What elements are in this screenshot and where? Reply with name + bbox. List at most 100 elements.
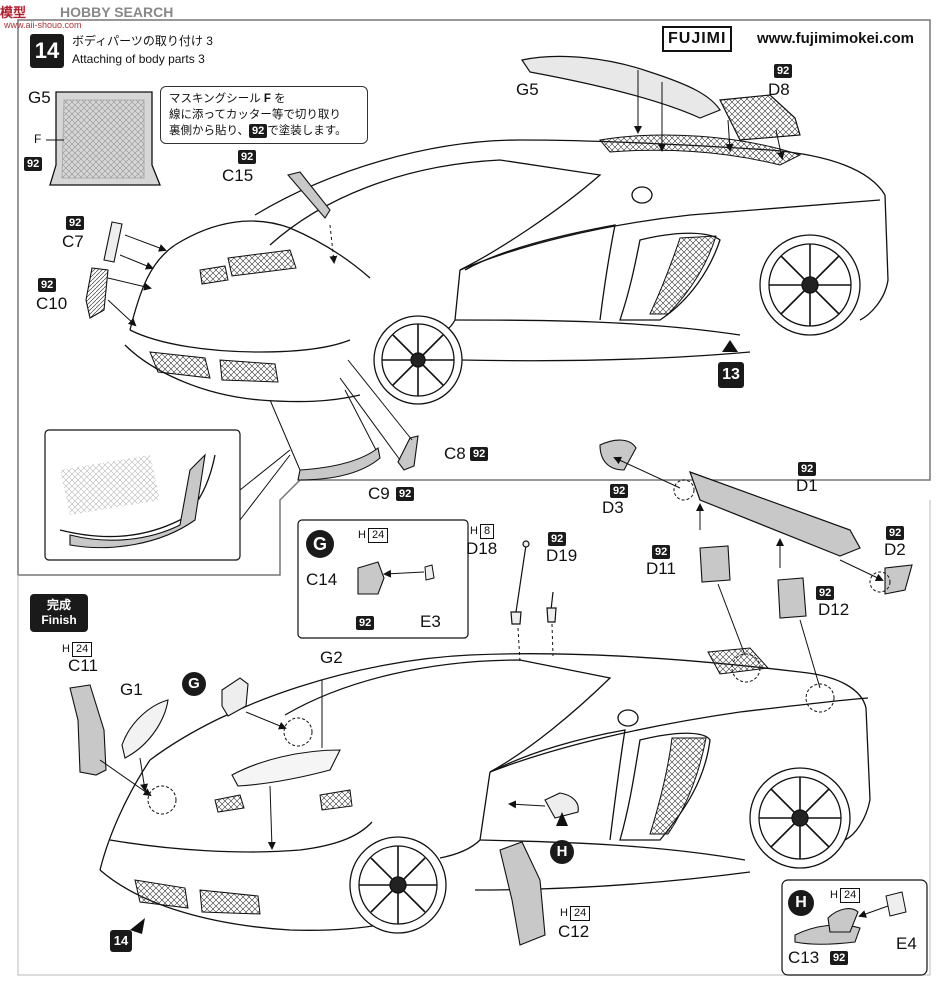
car-body-top <box>124 139 889 403</box>
sub-h-e4-part <box>885 891 907 917</box>
label-d3: D3 <box>602 498 624 517</box>
g1-mount-circle <box>147 785 177 815</box>
c10-part <box>85 267 109 319</box>
step13-pointer <box>722 340 738 352</box>
detail-inset-pointer <box>239 449 291 521</box>
note-paint-badge: 92 <box>249 124 268 138</box>
c11-arrow <box>99 759 152 797</box>
step-title-jp: ボディパーツの取り付け 3 <box>72 34 213 48</box>
sub-g-code-prefix: H <box>358 529 366 541</box>
detail-inset-mesh <box>60 455 160 515</box>
paint-c15: 92 <box>238 150 257 164</box>
engine-cover-arrows <box>634 70 785 160</box>
engine-cover-mesh-finished <box>707 647 770 675</box>
c15-part <box>287 171 331 219</box>
label-d1: D1 <box>796 476 818 495</box>
paint-c8: 92 <box>470 447 489 461</box>
g2-arrow <box>267 785 276 850</box>
sub-g-c14-part <box>357 561 385 595</box>
hood-vents-top <box>199 249 297 285</box>
code-c11-value: 24 <box>71 642 93 657</box>
fujimi-logo: FUJIMI <box>662 26 733 52</box>
label-c13: C13 <box>788 948 820 967</box>
step14-frame-top <box>17 19 931 576</box>
label-c7: C7 <box>62 232 84 251</box>
rear-wheel-top <box>759 234 861 336</box>
step14-pointer <box>130 918 145 934</box>
label-c11: C11 <box>68 656 98 675</box>
side-intake-mesh-finished <box>649 737 707 835</box>
d3-part <box>599 439 637 471</box>
front-wheel-finished <box>349 836 447 934</box>
d19-guide <box>551 623 554 657</box>
hood-vents-finished <box>214 789 353 813</box>
d18-guide <box>517 627 521 663</box>
paint-d12: 92 <box>816 586 835 600</box>
label-g1: G1 <box>120 680 143 699</box>
label-e3: E3 <box>420 612 441 631</box>
h-reference-badge: H <box>550 840 574 864</box>
d1-part <box>689 471 861 557</box>
note-letter: F <box>263 93 271 105</box>
c9-part <box>297 447 381 481</box>
sub-g-badge: G <box>306 530 334 558</box>
label-d2: D2 <box>884 540 906 559</box>
front-parts-arrows <box>107 234 167 327</box>
note-line3-pre: 裏側から貼り、 <box>169 125 250 137</box>
paint-c13: 92 <box>830 951 849 965</box>
d12-mount-circle <box>805 683 835 713</box>
c7-part <box>103 221 123 263</box>
h-mirror-part <box>544 792 579 819</box>
note-line2: 線に添ってカッター等で切り取り <box>169 109 341 121</box>
d11-part <box>699 545 731 583</box>
g5-window-mesh <box>61 99 145 179</box>
label-g5-wing: G5 <box>516 80 539 99</box>
label-c14: C14 <box>306 570 338 589</box>
g2-part <box>231 749 341 787</box>
sub-g-arrow <box>383 569 425 578</box>
label-d18: D18 <box>466 539 498 558</box>
sub-h-code-value: 24 <box>839 888 861 903</box>
label-d8: D8 <box>768 80 790 99</box>
note-line1-pre: マスキングシール <box>169 93 261 105</box>
step14-reference: 14 <box>110 930 132 952</box>
h-pointer-triangle <box>556 812 568 826</box>
sub-h-c13-top <box>827 908 859 933</box>
label-c12: C12 <box>558 922 590 941</box>
c8-part <box>397 435 419 471</box>
d12-part <box>777 577 807 619</box>
step13-reference: 13 <box>718 362 744 388</box>
d3-mount-circle <box>673 479 695 501</box>
paint-d11: 92 <box>652 545 671 559</box>
sub-h-badge: H <box>788 890 814 916</box>
engine-cover-mesh-top <box>599 134 802 166</box>
front-grille-finished <box>134 879 261 915</box>
sub-h-arrow <box>858 905 889 918</box>
front-wheel-top <box>373 315 463 405</box>
splitter-guides <box>269 359 413 471</box>
watermark-text: HOBBY SEARCH <box>60 4 174 20</box>
detail-inset-body <box>59 454 216 538</box>
label-d19: D19 <box>546 546 578 565</box>
g-mirror-mount-circle <box>283 717 313 747</box>
g-mirror-arrow <box>245 711 287 730</box>
paint-c10: 92 <box>38 278 57 292</box>
label-c9: C9 <box>368 484 390 503</box>
d18-part <box>510 540 530 625</box>
paint-d3: 92 <box>610 484 629 498</box>
code-c11-prefix: H <box>62 643 70 655</box>
g1-part <box>121 699 169 759</box>
paint-c7: 92 <box>66 216 85 230</box>
label-e4: E4 <box>896 934 917 953</box>
note-line1-post: を <box>274 93 286 105</box>
g-reference-badge: G <box>182 672 206 696</box>
fujimi-url: www.fujimimokei.com <box>757 30 914 47</box>
d2-mount-circle <box>869 571 891 593</box>
paint-d1: 92 <box>798 462 817 476</box>
finish-badge: 完成 Finish <box>30 594 88 632</box>
